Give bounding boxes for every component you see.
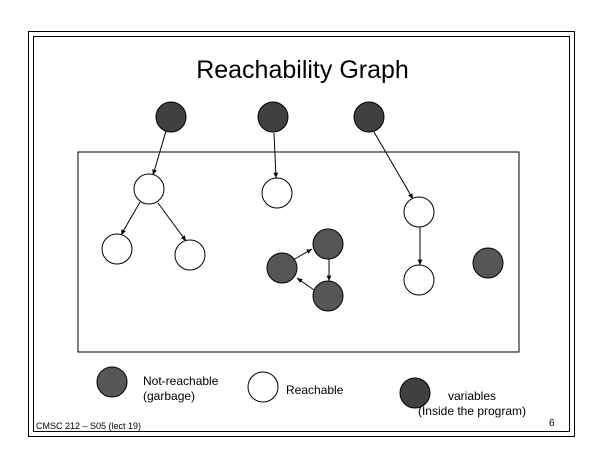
legend-not-reachable-label: Not-reachable (garbage): [143, 374, 219, 403]
reachable-node: [133, 173, 165, 205]
legend-variables-label: variables (Inside the program): [417, 389, 527, 418]
edge-node-to-left-child: [120, 201, 141, 236]
garbage-node: [312, 280, 344, 312]
reachable-node: [174, 239, 206, 271]
variable-node: [257, 101, 289, 133]
reachable-node: [403, 196, 435, 228]
legend-reachable-swatch: [247, 371, 279, 403]
edge-var2-to-reachable: [273, 132, 279, 179]
slide-frame-inner: [33, 36, 570, 432]
garbage-node: [472, 247, 504, 279]
slide-frame-outer: [28, 31, 575, 437]
garbage-node: [312, 228, 344, 260]
reachable-node: [261, 177, 293, 209]
reachable-node: [101, 233, 133, 265]
edge-garbage-cycle-left-to-top: [292, 248, 313, 261]
page-number: 6: [549, 418, 555, 429]
edge-garbage-cycle-bottom-to-left: [296, 277, 315, 291]
edge-var3-to-reachable: [373, 131, 414, 200]
legend-garbage-swatch: [96, 366, 128, 398]
edge-var1-to-reachable: [152, 130, 167, 176]
edge-node-to-right-child: [157, 202, 187, 242]
legend-reachable-label: Reachable: [286, 383, 344, 397]
garbage-node: [266, 252, 298, 284]
reachable-node: [403, 264, 435, 296]
variable-node: [353, 101, 385, 133]
slide-footer: CMSC 212 – S05 (lect 19): [36, 421, 142, 431]
variable-node: [155, 101, 187, 133]
heap-region: [77, 151, 520, 353]
slide-title: Reachability Graph: [196, 56, 409, 84]
legend-variable-swatch: [399, 377, 431, 409]
